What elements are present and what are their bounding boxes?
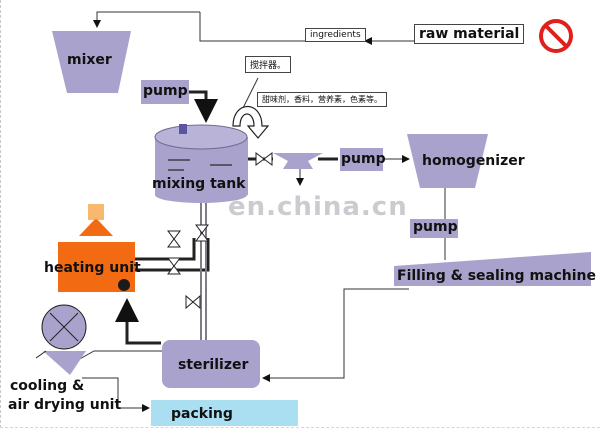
- pipe-heat-return: [135, 238, 210, 272]
- raw-material-box: raw material: [414, 24, 525, 44]
- line-sterilizer-to-cooling: [77, 350, 163, 361]
- cooling-label-line1: cooling &: [10, 378, 85, 394]
- heating-outlet: [118, 279, 130, 291]
- mixing-tank-label: mixing tank: [152, 176, 246, 192]
- homogenizer-label: homogenizer: [422, 153, 525, 169]
- cooling-vent: [35, 350, 47, 359]
- pipe-sterilizer-to-heating: [115, 298, 161, 345]
- filling-sealing-machine: [394, 252, 591, 286]
- pump-mid-box: [340, 148, 383, 171]
- mixing-tank-lid: [154, 124, 248, 150]
- page-border-left: [0, 0, 1, 428]
- mixer-label: mixer: [67, 52, 112, 68]
- heating-unit-label: heating unit: [44, 260, 141, 276]
- sterilizer-label: sterilizer: [178, 357, 249, 373]
- ingredients-box: ingredients: [305, 28, 366, 42]
- additives-callout: 甜味剂，香料，营养素，色素等。: [257, 92, 387, 107]
- pump-top-box: [141, 80, 189, 104]
- line-to-mixer: [93, 11, 200, 28]
- heat-arrow-stem: [88, 204, 104, 220]
- line-cooling-to-packing: [82, 377, 150, 412]
- packing-label: packing: [171, 406, 233, 422]
- heat-arrow-icon: [79, 218, 113, 236]
- pipe-heat-supply: [135, 238, 196, 261]
- line-ingredients-top: [199, 12, 305, 42]
- mixer-hopper: [52, 31, 131, 93]
- distribution-connector: [273, 153, 323, 169]
- homogenizer-hopper: [407, 134, 488, 188]
- filling-sealing-label: Filling & sealing machine: [397, 268, 597, 284]
- cooling-hopper: [43, 351, 86, 375]
- prohibit-icon: [539, 19, 573, 53]
- mixing-tank-base: [155, 187, 247, 203]
- packing-box: [151, 400, 298, 426]
- rotation-arrow-icon: [232, 106, 270, 139]
- line-filling-to-sterilizer: [262, 288, 409, 382]
- sterilizer-box: [162, 340, 260, 388]
- stirrer-callout: 搅拌器。: [245, 56, 292, 73]
- valve-icon: [167, 152, 273, 310]
- cooling-label-line2: air drying unit: [8, 397, 122, 413]
- pump-right-box: [410, 219, 458, 238]
- tank-feed-inlet: [179, 124, 187, 134]
- pump-top-label: pump: [143, 83, 188, 99]
- mixing-tank-blades: [168, 159, 232, 171]
- watermark: en.china.cn: [228, 192, 408, 222]
- pump-right-label: pump: [413, 219, 458, 235]
- fan-icon: [41, 304, 87, 350]
- pump-mid-label: pump: [341, 151, 386, 167]
